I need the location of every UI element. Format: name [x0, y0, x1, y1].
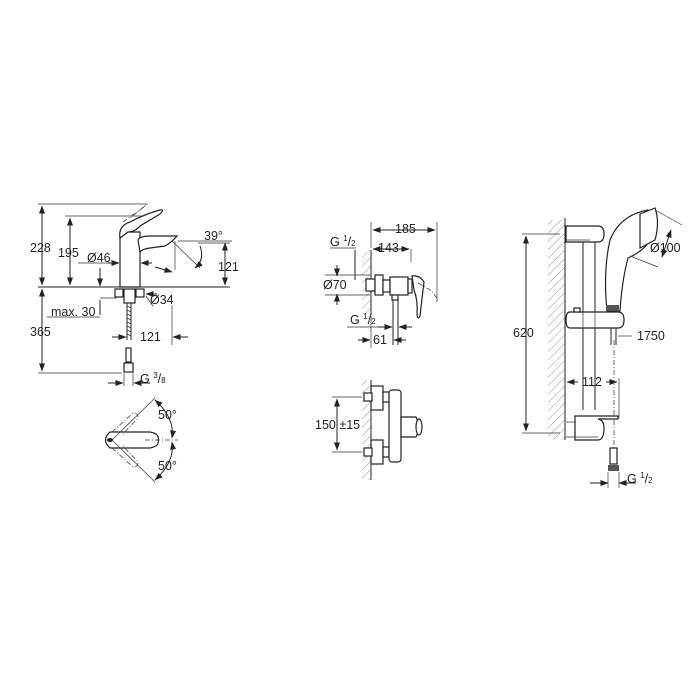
- dim-spout-height: 195: [58, 246, 79, 260]
- thread-den: 8: [161, 376, 166, 385]
- shower-rail-set: [522, 207, 683, 488]
- dim-spout-reach: 121: [140, 330, 161, 344]
- thread-num: 3: [153, 371, 158, 380]
- inlet-g: G: [330, 235, 340, 249]
- outlet-num: 1: [363, 312, 368, 321]
- shower-mixer-front-view: [332, 380, 423, 480]
- dim-mount-hole: Ø34: [150, 293, 174, 307]
- dim-spout-angle: 39°: [204, 229, 223, 243]
- dim-angle-left: 50°: [158, 408, 177, 422]
- dim-outlet-thread: G 1/2: [350, 312, 376, 327]
- dim-angle-right: 50°: [158, 459, 177, 473]
- dim-body-diameter: Ø46: [87, 251, 111, 265]
- dim-spout-clearance: 121: [218, 260, 239, 274]
- dim-projection: 112: [582, 375, 602, 389]
- dim-inlet-thread: G 1/2: [330, 234, 356, 249]
- inlet-den: 2: [351, 239, 356, 248]
- dim-total-height: 228: [30, 241, 51, 255]
- inlet-num: 1: [343, 234, 348, 243]
- dim-below-deck: 365: [30, 325, 51, 339]
- dim-body-depth: 143: [378, 241, 399, 255]
- dim-rail-length: 620: [513, 326, 534, 340]
- basin-mixer-side-view: [38, 203, 232, 386]
- outlet-g: G: [350, 313, 360, 327]
- dim-centres: 150 ±15: [315, 418, 361, 432]
- dim-outlet-offset: 61: [373, 333, 387, 347]
- rail-num: 1: [640, 471, 645, 480]
- dim-max-deck: max. 30: [51, 305, 96, 319]
- thread-g: G: [140, 372, 150, 386]
- dim-hose-length: 1750: [637, 329, 665, 343]
- outlet-den: 2: [371, 317, 376, 326]
- dim-hand-shower: Ø100: [650, 241, 681, 255]
- shower-mixer-side-view: [325, 222, 439, 348]
- dim-total-depth: 185: [395, 222, 416, 236]
- rail-den: 2: [648, 476, 653, 485]
- dim-rosette: Ø70: [323, 278, 347, 292]
- rail-g: G: [627, 472, 637, 486]
- dim-connection-thread: G 3/8: [140, 371, 166, 386]
- basin-mixer-plan-view: [104, 397, 178, 483]
- dim-rail-connection: G 1/2: [627, 471, 653, 486]
